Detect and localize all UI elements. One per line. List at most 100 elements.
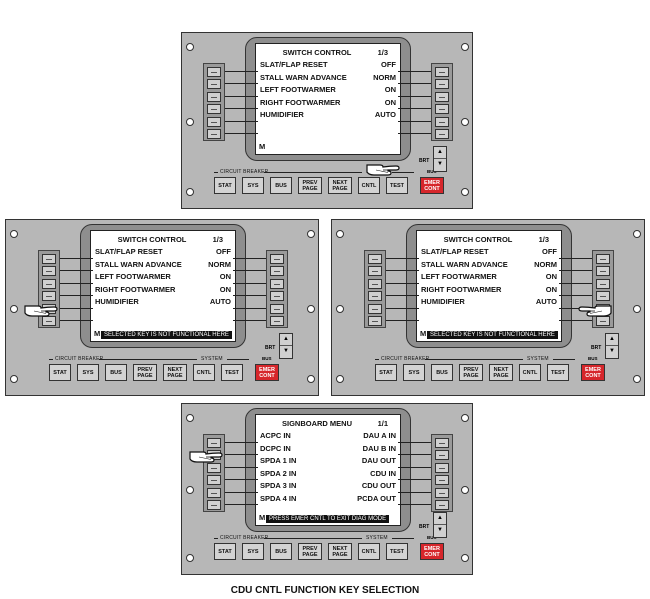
- stat-key[interactable]: STAT: [49, 364, 71, 381]
- line-select-key-right-4[interactable]: [435, 104, 449, 115]
- screen-title: SWITCH CONTROL: [443, 235, 513, 244]
- brightness-down-icon[interactable]: ▼: [609, 348, 615, 354]
- line-select-key-right-6[interactable]: [270, 316, 284, 326]
- line-select-key-right-5[interactable]: [435, 487, 449, 498]
- prev-page-key[interactable]: PREV PAGE: [298, 177, 322, 194]
- test-key[interactable]: TEST: [386, 177, 408, 194]
- test-key[interactable]: TEST: [547, 364, 569, 381]
- group-divider: [392, 172, 414, 173]
- line-select-key-left-3[interactable]: [368, 278, 382, 289]
- line-select-key-left-4[interactable]: [368, 291, 382, 302]
- prev-page-key[interactable]: PREV PAGE: [298, 543, 322, 560]
- line-select-key-right-2[interactable]: [270, 266, 284, 277]
- line-select-key-right-1[interactable]: [270, 254, 284, 264]
- row-value: OFF: [542, 247, 557, 256]
- line-select-key-left-1[interactable]: [207, 438, 221, 448]
- emer-cont-key[interactable]: EMER CONT: [255, 364, 279, 381]
- line-select-key-left-6[interactable]: [368, 316, 382, 326]
- line-select-key-left-3[interactable]: [207, 462, 221, 473]
- line-select-key-right-3[interactable]: [596, 278, 610, 289]
- line-select-key-right-6[interactable]: [435, 500, 449, 510]
- line-select-key-right-6[interactable]: [435, 129, 449, 139]
- brightness-down-icon[interactable]: ▼: [437, 161, 443, 167]
- group-divider: [49, 359, 53, 360]
- test-key[interactable]: TEST: [221, 364, 243, 381]
- cntl-key[interactable]: CNTL: [193, 364, 215, 381]
- brightness-rocker[interactable]: ▲▼: [433, 146, 447, 172]
- line-select-key-left-2[interactable]: [368, 266, 382, 277]
- line-select-key-left-4[interactable]: [207, 475, 221, 486]
- line-select-key-left-6[interactable]: [207, 500, 221, 510]
- brightness-down-icon[interactable]: ▼: [283, 348, 289, 354]
- line-select-key-left-5[interactable]: [207, 487, 221, 498]
- brightness-up-icon[interactable]: ▲: [434, 147, 446, 159]
- line-select-key-right-5[interactable]: [270, 303, 284, 314]
- line-select-key-left-1[interactable]: [368, 254, 382, 264]
- bus-key[interactable]: BUS: [105, 364, 127, 381]
- line-select-key-right-2[interactable]: [596, 266, 610, 277]
- brightness-up-icon[interactable]: ▲: [434, 513, 446, 525]
- brightness-rocker[interactable]: ▲▼: [605, 333, 619, 359]
- brt-label: BRT: [591, 345, 602, 351]
- emer-cont-key[interactable]: EMER CONT: [581, 364, 605, 381]
- stat-key[interactable]: STAT: [214, 543, 236, 560]
- line-select-key-right-2[interactable]: [435, 450, 449, 461]
- line-select-key-right-1[interactable]: [435, 67, 449, 77]
- emer-cont-key[interactable]: EMER CONT: [420, 177, 444, 194]
- line-select-key-left-4[interactable]: [207, 104, 221, 115]
- stat-key[interactable]: STAT: [375, 364, 397, 381]
- line-select-key-left-2[interactable]: [207, 79, 221, 90]
- line-select-key-left-4[interactable]: [42, 291, 56, 302]
- sys-key[interactable]: SYS: [77, 364, 99, 381]
- sys-key[interactable]: SYS: [403, 364, 425, 381]
- panel-bolt: [461, 554, 469, 562]
- brightness-rocker[interactable]: ▲▼: [279, 333, 293, 359]
- line-select-key-left-5[interactable]: [207, 116, 221, 127]
- line-select-key-right-3[interactable]: [270, 278, 284, 289]
- line-select-key-left-1[interactable]: [42, 254, 56, 264]
- bus-key[interactable]: BUS: [431, 364, 453, 381]
- stat-key[interactable]: STAT: [214, 177, 236, 194]
- line-select-key-left-1[interactable]: [207, 67, 221, 77]
- emer-cont-key[interactable]: EMER CONT: [420, 543, 444, 560]
- brightness-rocker[interactable]: ▲▼: [433, 512, 447, 538]
- line-select-key-right-2[interactable]: [435, 79, 449, 90]
- brightness-down-icon[interactable]: ▼: [437, 527, 443, 533]
- prev-page-key[interactable]: PREV PAGE: [133, 364, 157, 381]
- line-select-key-left-5[interactable]: [368, 303, 382, 314]
- sys-key[interactable]: SYS: [242, 543, 264, 560]
- sys-key[interactable]: SYS: [242, 177, 264, 194]
- brightness-up-icon[interactable]: ▲: [606, 334, 618, 346]
- next-page-key[interactable]: NEXT PAGE: [328, 543, 352, 560]
- line-select-key-right-4[interactable]: [596, 291, 610, 302]
- line-select-key-left-3[interactable]: [42, 278, 56, 289]
- cntl-key[interactable]: CNTL: [358, 543, 380, 560]
- cntl-key[interactable]: CNTL: [358, 177, 380, 194]
- line-select-key-left-3[interactable]: [207, 91, 221, 102]
- bus-key[interactable]: BUS: [270, 543, 292, 560]
- line-select-key-right-1[interactable]: [596, 254, 610, 264]
- line-select-key-right-1[interactable]: [435, 438, 449, 448]
- line-select-key-right-3[interactable]: [435, 91, 449, 102]
- line-select-key-right-6[interactable]: [596, 316, 610, 326]
- brightness-up-icon[interactable]: ▲: [280, 334, 292, 346]
- prev-page-key[interactable]: PREV PAGE: [459, 364, 483, 381]
- bus-key[interactable]: BUS: [270, 177, 292, 194]
- next-page-key[interactable]: NEXT PAGE: [489, 364, 513, 381]
- line-select-key-right-4[interactable]: [435, 475, 449, 486]
- line-select-key-left-6[interactable]: [207, 129, 221, 139]
- line-select-key-right-4[interactable]: [270, 291, 284, 302]
- row-label: STALL WARN ADVANCE: [421, 259, 508, 269]
- line-select-key-left-6[interactable]: [42, 316, 56, 326]
- cntl-key[interactable]: CNTL: [519, 364, 541, 381]
- group-divider: [214, 172, 218, 173]
- circuit-breaker-label: CIRCUIT BREAKER: [381, 356, 430, 362]
- line-select-key-right-3[interactable]: [435, 462, 449, 473]
- line-select-key-left-2[interactable]: [42, 266, 56, 277]
- line-select-key-right-5[interactable]: [435, 116, 449, 127]
- test-key[interactable]: TEST: [386, 543, 408, 560]
- next-page-key[interactable]: NEXT PAGE: [328, 177, 352, 194]
- next-page-key[interactable]: NEXT PAGE: [163, 364, 187, 381]
